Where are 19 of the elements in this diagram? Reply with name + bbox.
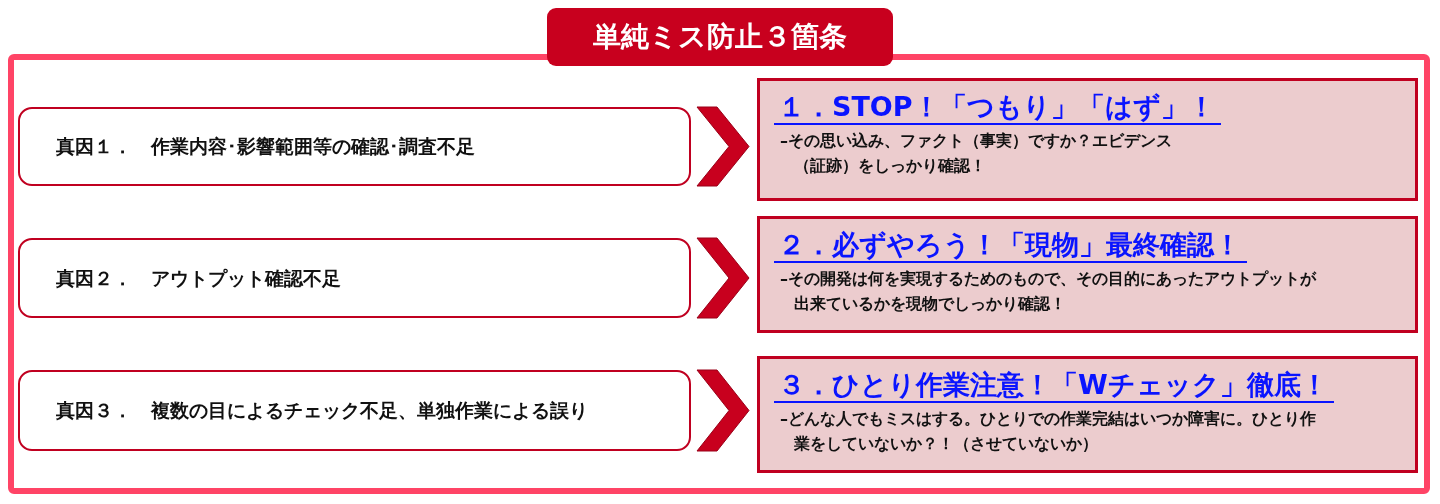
chevron-arrow <box>696 369 750 452</box>
cause-text: 真因２． アウトプット確認不足 <box>56 265 341 291</box>
rule-heading: ２．必ずやろう！「現物」最終確認！ <box>774 229 1247 264</box>
cause-box <box>18 238 691 318</box>
chevron-arrow <box>696 106 750 187</box>
rule-heading: １．STOP！「つもり」「はず」！ <box>774 91 1221 126</box>
rule-description: –その思い込み、ファクト（事実）ですか？エビデンス（証跡）をしっかり確認！ <box>779 130 1173 178</box>
rule-card <box>757 78 1418 201</box>
rule-card <box>757 216 1418 333</box>
chevron-arrow <box>696 237 750 319</box>
rule-description: –どんな人でもミスはする。ひとりでの作業完結はいつか障害に。ひとり作業をしていないか？！（させていないか） <box>779 408 1317 456</box>
cause-box <box>18 370 691 451</box>
cause-text: 真因１． 作業内容･影響範囲等の確認･調査不足 <box>56 134 475 160</box>
rule-heading: ３．ひとり作業注意！「Wチェック」徹底！ <box>774 369 1334 404</box>
cause-box <box>18 107 691 186</box>
rule-card <box>757 356 1418 473</box>
rule-description: –その開発は何を実現するためのもので、その目的にあったアウトプットが出来ているかを現物でしっかり確認！ <box>779 268 1318 316</box>
cause-text: 真因３． 複数の目によるチェック不足、単独作業による誤り <box>56 398 589 424</box>
title-banner: 単純ミス防止３箇条 <box>547 8 893 66</box>
